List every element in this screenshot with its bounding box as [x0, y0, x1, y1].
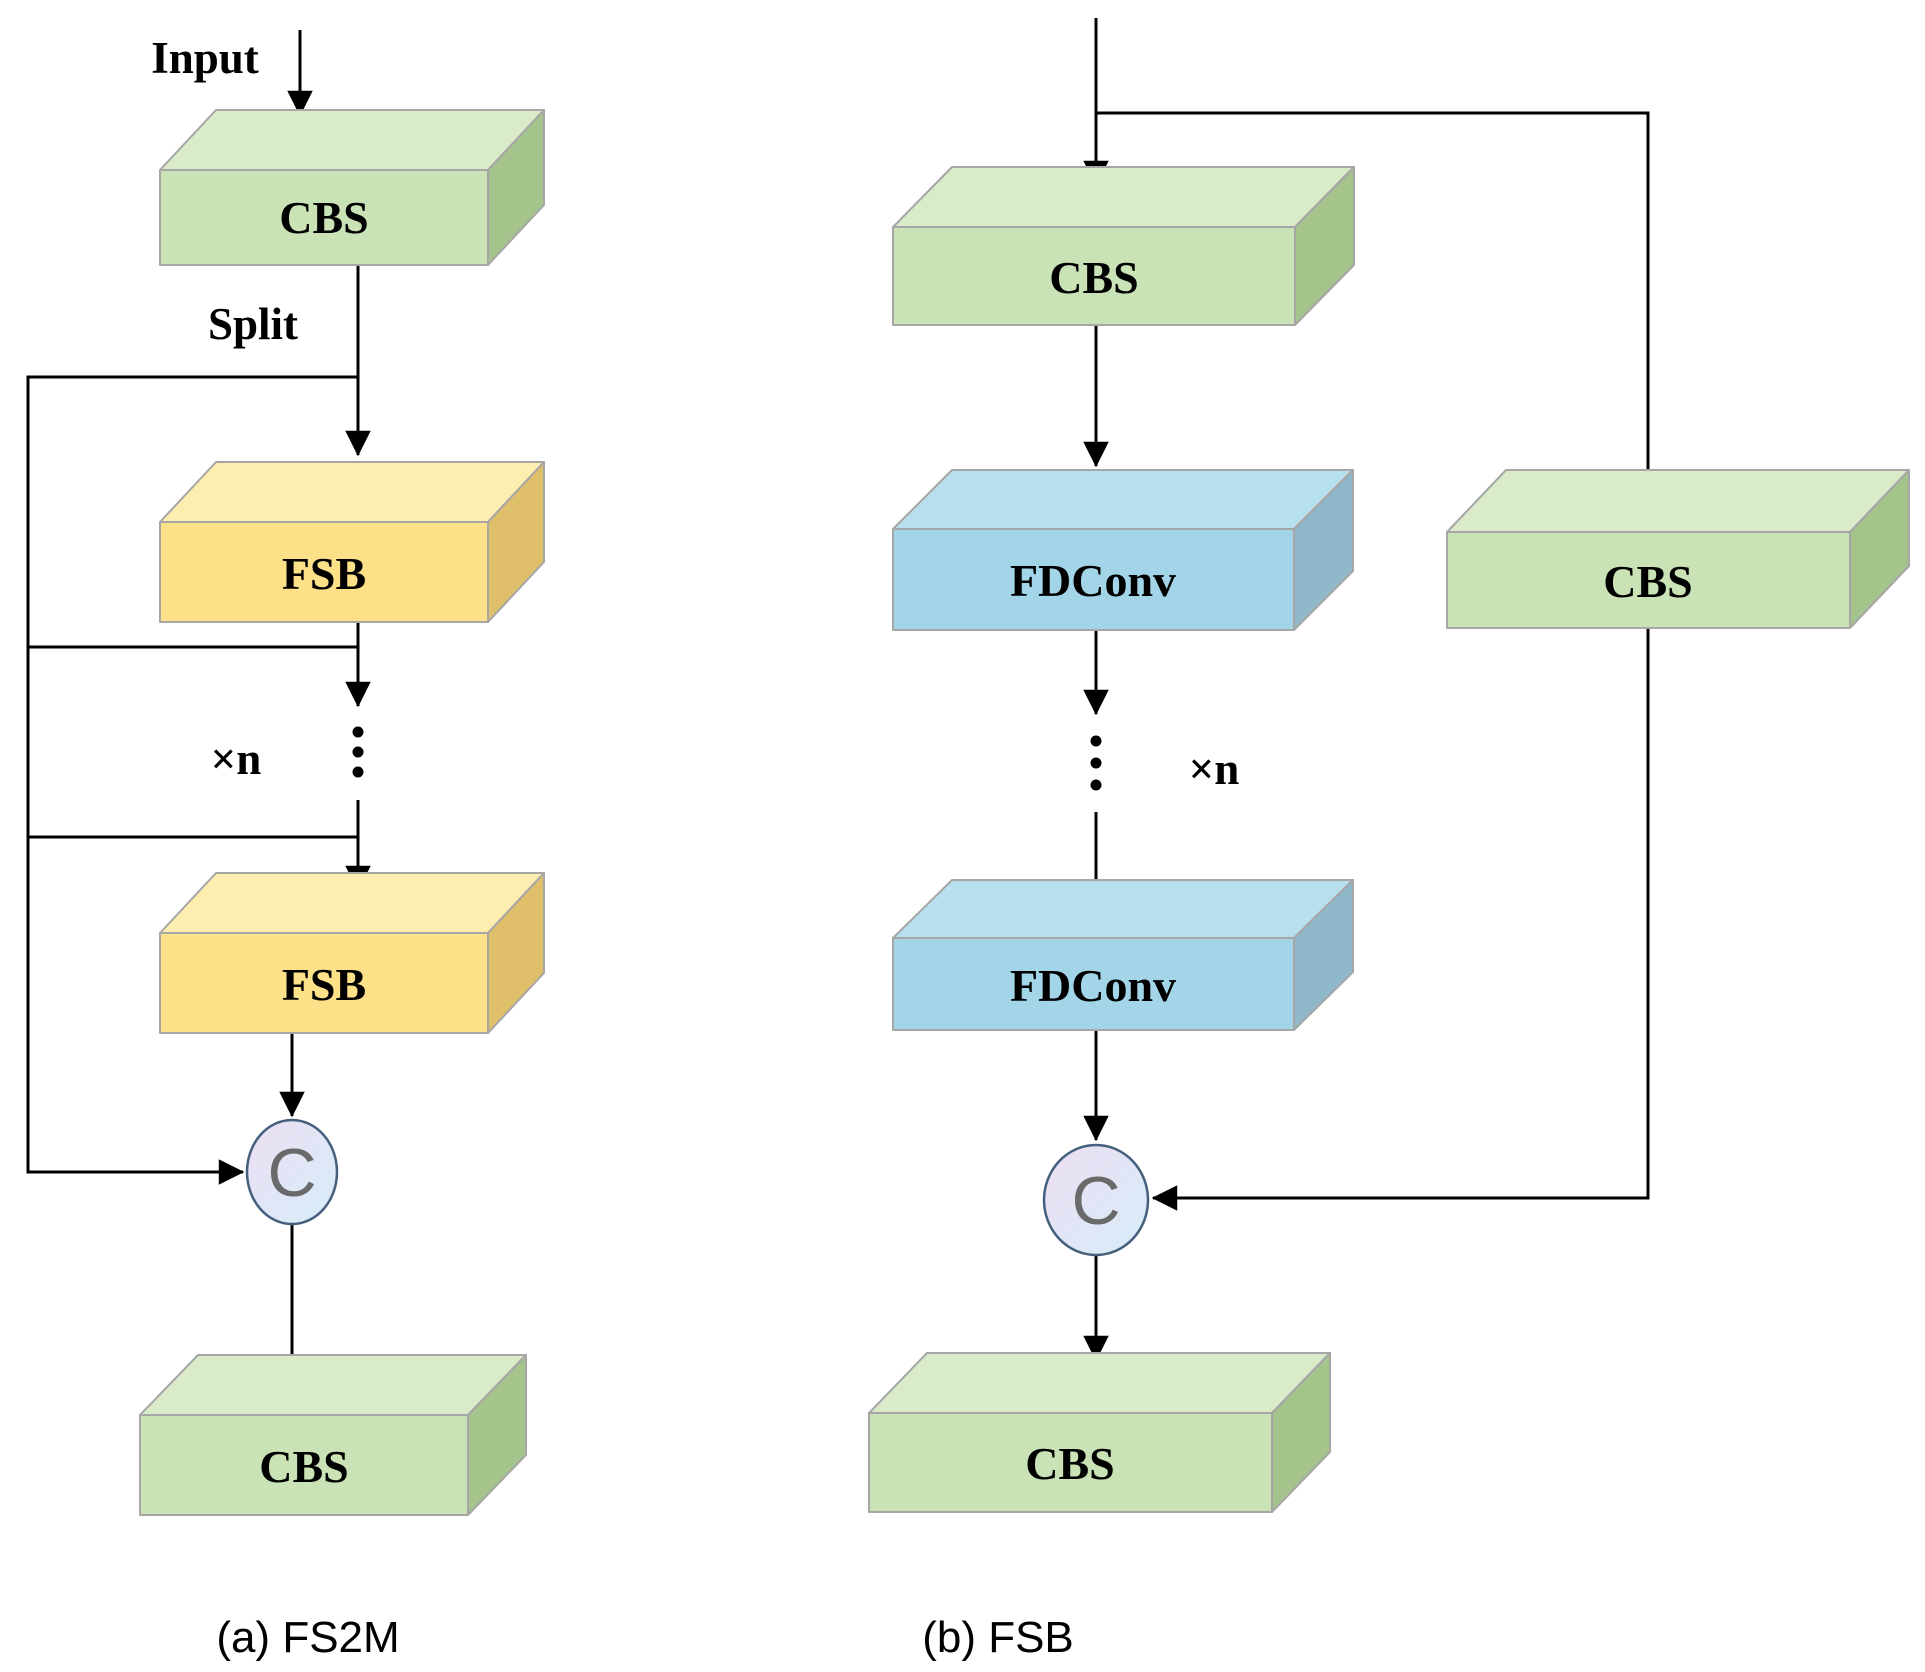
repeat-dots-a [352, 726, 364, 778]
dot [352, 726, 364, 738]
shortcut-branch-line [1096, 111, 1661, 505]
cbs-top-face [139, 1354, 527, 1416]
cbs-block-b-top: CBS [892, 166, 1355, 326]
fdconv-label: FDConv [1010, 960, 1176, 1011]
repeat-dots-b [1090, 735, 1102, 791]
repeat-label-a: ×n [211, 734, 262, 784]
fdconv-top-face [892, 879, 1354, 939]
fsb-block-2: FSB [159, 872, 545, 1034]
repeat-label-b: ×n [1189, 744, 1240, 794]
cbs-top-face [868, 1352, 1331, 1414]
fdconv-top-face [892, 469, 1354, 530]
fdconv-front-face [892, 937, 1295, 1031]
cbs-label: CBS [1049, 252, 1138, 303]
cbs-block-a-top: CBS [159, 109, 545, 266]
cbs-block-a-bottom: CBS [139, 1354, 527, 1516]
dot [1090, 779, 1102, 791]
split-label: Split [208, 299, 298, 349]
cbs-label: CBS [279, 192, 368, 243]
caption-a: (a) FS2M [216, 1613, 399, 1662]
concat-node-b: C [1042, 1143, 1150, 1257]
fdconv-block-1: FDConv [892, 469, 1354, 631]
cbs-front-face [1446, 531, 1851, 629]
cbs-label: CBS [1025, 1438, 1114, 1489]
shortcut-to-concat-line [1151, 628, 1650, 1211]
concat-node-a: C [245, 1118, 339, 1226]
dot [352, 766, 364, 778]
dot [1090, 757, 1102, 769]
fsb-label: FSB [282, 548, 366, 599]
concat-circle [245, 1118, 339, 1226]
fsb-label: FSB [282, 959, 366, 1010]
fsb-top-face [159, 461, 545, 523]
cbs-front-face [159, 169, 489, 266]
cbs-block-b-shortcut: CBS [1446, 469, 1910, 629]
dot [352, 746, 364, 758]
cbs-top-face [892, 166, 1355, 228]
fdconv-block-2: FDConv [892, 879, 1354, 1031]
fsb-top-face [159, 872, 545, 934]
concat-circle [1042, 1143, 1150, 1257]
fsb-front-face [159, 932, 489, 1034]
cbs-front-face [139, 1414, 469, 1516]
cbs-label: CBS [1603, 556, 1692, 607]
concat-letter: C [267, 1135, 316, 1211]
cbs-label: CBS [259, 1441, 348, 1492]
cbs-front-face [868, 1412, 1273, 1513]
cbs-top-face [159, 109, 545, 171]
dot [1090, 735, 1102, 747]
caption-b: (b) FSB [922, 1613, 1074, 1662]
fdconv-label: FDConv [1010, 555, 1176, 606]
panel-a-fs2m: CBS FSB FSB C CBS Input [26, 30, 545, 1662]
input-label: Input [151, 33, 259, 83]
panel-b-fsb: CBS FDConv CBS FDConv C [868, 18, 1910, 1662]
fdconv-front-face [892, 528, 1295, 631]
cbs-block-b-bottom: CBS [868, 1352, 1331, 1513]
fsb-block-1: FSB [159, 461, 545, 623]
cbs-top-face [1446, 469, 1910, 533]
fsb-front-face [159, 521, 489, 623]
concat-letter: C [1071, 1163, 1120, 1239]
cbs-front-face [892, 226, 1296, 326]
split-shortcut-line [26, 375, 358, 1185]
